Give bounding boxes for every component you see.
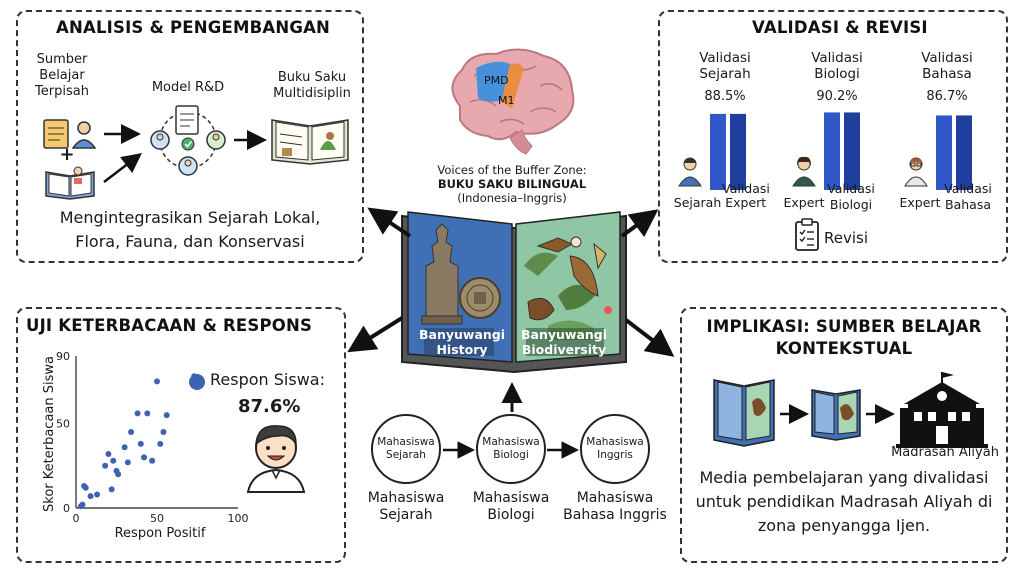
brain-label-pmd: PMD — [484, 74, 509, 87]
validation-bar-2-b — [956, 115, 972, 190]
validation-title-biologi: Validasi Biologi — [811, 50, 863, 82]
expert-label-bahasa: Expert — [899, 195, 941, 210]
scatter-point — [141, 454, 148, 461]
panel-readability-title: UJI KETERBACAAN & RESPONS — [26, 316, 313, 335]
scatter-point — [121, 444, 128, 451]
bilingual-book — [401, 211, 627, 374]
book-caption-line3: (Indonesia–Inggris) — [457, 191, 567, 205]
brain-illustration: PMD M1 — [451, 48, 575, 155]
validation-value-biologi: 90.2% — [816, 89, 858, 104]
implication-description: Media pembelajaran yang divalidasi untuk… — [695, 468, 993, 535]
pocket-book-icon — [271, 119, 349, 165]
scatter-x-tick: 0 — [73, 512, 80, 525]
scatter-point — [94, 491, 101, 498]
source-label: Sumber Belajar Terpisah — [35, 52, 89, 99]
scatter-point — [157, 440, 164, 447]
panel-analysis-title: ANALISIS & PENGEMBANGAN — [56, 18, 331, 37]
scatter-y-tick: 0 — [63, 502, 70, 515]
language-expert-icon — [904, 157, 928, 187]
student-avatar-icon — [246, 425, 306, 493]
panel-implication-title: IMPLIKASI: SUMBER BELAJAR KONTEKSTUAL — [706, 317, 982, 358]
scatter-point — [87, 493, 94, 500]
school-label: Madrasah Aliyah — [891, 445, 999, 460]
validation-bar-1-b — [844, 112, 860, 190]
validation-title-sejarah: Validasi Sejarah — [699, 50, 751, 82]
validation-value-sejarah: 88.5% — [704, 89, 746, 104]
scatter-point — [124, 459, 131, 466]
flow-node-inggris: Mahasiswa Inggris — [580, 414, 650, 484]
validation-value-bahasa: 86.7% — [926, 89, 968, 104]
flow-node-inggris-label: Mahasiswa Inggris — [586, 436, 644, 461]
readability-scatter-plot: 0 50 100 0 50 90 — [56, 350, 249, 525]
flow-arrows-analysis — [103, 124, 267, 183]
expert-label-sejarah: Sejarah Expert — [673, 195, 767, 210]
flow-node-biologi: Mahasiswa Biologi — [476, 414, 546, 484]
biology-expert-icon — [792, 156, 816, 187]
validation-bar-2-a — [936, 115, 952, 190]
history-expert-icon — [678, 157, 702, 187]
book-left-title: Banyuwangi History — [418, 327, 506, 357]
panel-validation-title: VALIDASI & REVISI — [752, 18, 928, 37]
open-book-icon — [45, 166, 95, 200]
legend-label: Respon Siswa: — [210, 370, 325, 389]
validation-bar-1-a — [824, 112, 840, 190]
scatter-point — [160, 429, 167, 435]
scatter-point — [149, 457, 156, 464]
scatter-x-axis-label: Respon Positif — [114, 526, 206, 541]
scatter-point — [128, 429, 135, 435]
scatter-y-tick: 90 — [56, 350, 70, 363]
plus-sign: + — [59, 144, 75, 165]
scatter-x-tick: 50 — [150, 512, 164, 525]
scatter-point — [105, 450, 112, 457]
bar-label-biologi: Validasi Biologi — [827, 181, 875, 212]
book-caption-line1: Voices of the Buffer Zone: — [437, 163, 587, 177]
book-right-title: Banyuwangi Biodiversity — [520, 327, 608, 357]
scatter-point — [115, 471, 122, 478]
scatter-point — [82, 484, 89, 491]
scatter-point — [79, 501, 86, 508]
scatter-point — [134, 410, 141, 417]
scatter-y-tick: 50 — [56, 418, 70, 431]
bar-label-sejarah: Validasi — [722, 181, 770, 196]
legend-marker — [189, 374, 205, 390]
flow-label-biologi: Mahasiswa Biologi — [472, 490, 550, 523]
scatter-point — [144, 410, 151, 417]
flow-label-sejarah: Mahasiswa Sejarah — [367, 490, 445, 523]
brain-label-m1: M1 — [498, 94, 515, 107]
analysis-description: Mengintegrasikan Sejarah Lokal, Flora, F… — [59, 208, 321, 251]
flow-node-sejarah-label: Mahasiswa Sejarah — [377, 436, 435, 461]
book-label: Buku Saku Multidisiplin — [273, 70, 351, 101]
flow-node-biologi-label: Mahasiswa Biologi — [482, 436, 540, 461]
validation-title-bahasa: Validasi Bahasa — [921, 50, 973, 82]
scatter-y-axis-label: Skor Keterbacaan Siswa — [42, 356, 57, 512]
model-label: Model R&D — [151, 80, 225, 95]
expert-label-biologi: Expert — [783, 195, 825, 210]
legend-value: 87.6% — [238, 396, 301, 417]
scatter-x-tick: 100 — [228, 512, 249, 525]
scatter-point — [163, 412, 170, 419]
book-to-school-flow — [713, 372, 988, 448]
scatter-point — [102, 462, 109, 469]
scatter-point — [154, 378, 160, 385]
clipboard-icon — [795, 218, 819, 251]
flow-node-sejarah: Mahasiswa Sejarah — [371, 414, 441, 484]
revision-label: Revisi — [824, 229, 869, 247]
flow-label-inggris: Mahasiswa Bahasa Inggris — [563, 490, 667, 523]
validation-bar-0-a — [710, 113, 726, 190]
scatter-point — [137, 440, 144, 447]
validation-bar-0-b — [730, 113, 746, 190]
bar-label-bahasa: Validasi Bahasa — [944, 181, 992, 212]
scatter-point — [108, 486, 115, 493]
rnd-model-icon — [150, 105, 226, 176]
scatter-point — [110, 457, 117, 464]
book-caption-line2: BUKU SAKU BILINGUAL — [437, 177, 587, 191]
reading-icon — [43, 119, 97, 149]
validation-bars — [710, 112, 972, 190]
